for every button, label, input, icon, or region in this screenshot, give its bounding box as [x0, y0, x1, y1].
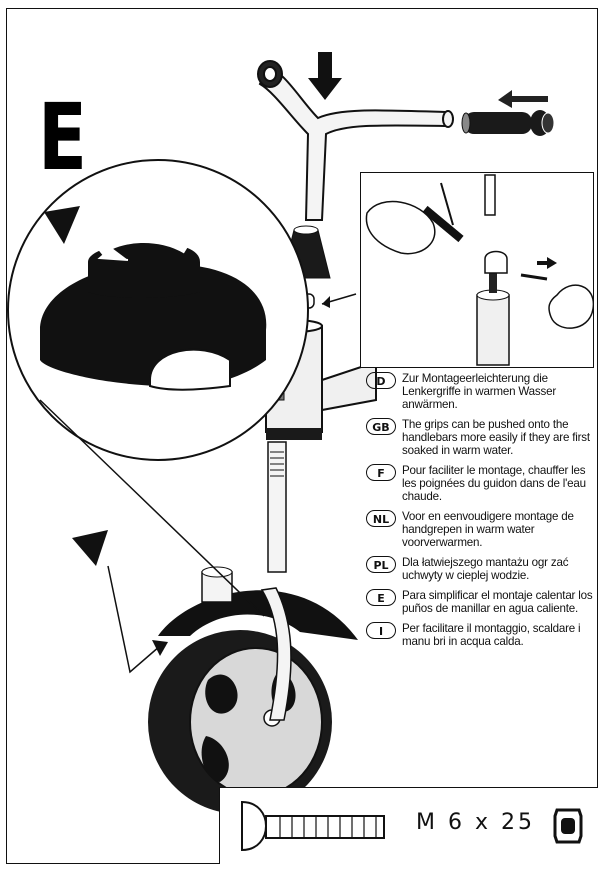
instruction-text: The grips can be pushed onto the handleb… [402, 418, 590, 457]
inset-illustration [365, 174, 595, 366]
arrow-left-icon [498, 90, 548, 108]
hardware-box: M 6 x 25 [219, 787, 598, 864]
inset-detail-box [360, 172, 595, 368]
instruction-text: Pour faciliter le montage, chauffer les … [402, 464, 586, 503]
instruction-de: D Zur Montageerleichterung die Lenkergri… [366, 372, 598, 411]
language-badge: D [366, 372, 396, 389]
instruction-es: E Para simplificar el montaje calentar l… [366, 589, 598, 615]
language-badge: F [366, 464, 396, 481]
instruction-nl: NL Voor en eenvoudigere montage de handg… [366, 510, 598, 549]
detail-circle [7, 159, 309, 617]
warning-icon [44, 206, 80, 244]
instruction-gb: GB The grips can be pushed onto the hand… [366, 418, 598, 457]
instruction-text: Zur Montageerleichterung die Lenkergriff… [402, 372, 556, 411]
grip-illustration [461, 110, 555, 136]
instructions-list: D Zur Montageerleichterung die Lenkergri… [366, 372, 598, 655]
language-badge: GB [366, 418, 396, 435]
bolt-icon [241, 800, 385, 852]
handlebar-illustration [257, 60, 454, 221]
language-badge: E [366, 589, 396, 606]
instruction-text: Para simplificar el montaje calentar los… [402, 589, 593, 615]
instruction-text: Voor en eenvoudigere montage de handgrep… [402, 510, 574, 549]
instruction-text: Dla łatwiejszego mantażu ogr zać uchwyty… [402, 556, 569, 582]
language-badge: I [366, 622, 396, 639]
language-badge: NL [366, 510, 396, 527]
warning-icon [72, 530, 168, 674]
instruction-pl: PL Dla łatwiejszego mantażu ogr zać uchw… [366, 556, 598, 582]
nut-icon [553, 808, 583, 844]
language-badge: PL [366, 556, 396, 573]
arrow-down-icon [308, 52, 342, 100]
bolt-spec-label: M 6 x 25 [416, 810, 535, 835]
instruction-fr: F Pour faciliter le montage, chauffer le… [366, 464, 598, 503]
instruction-text: Per facilitare il montaggio, scaldare i … [402, 622, 581, 648]
step-letter: E [38, 84, 87, 191]
instruction-it: I Per facilitare il montaggio, scaldare … [366, 622, 598, 648]
